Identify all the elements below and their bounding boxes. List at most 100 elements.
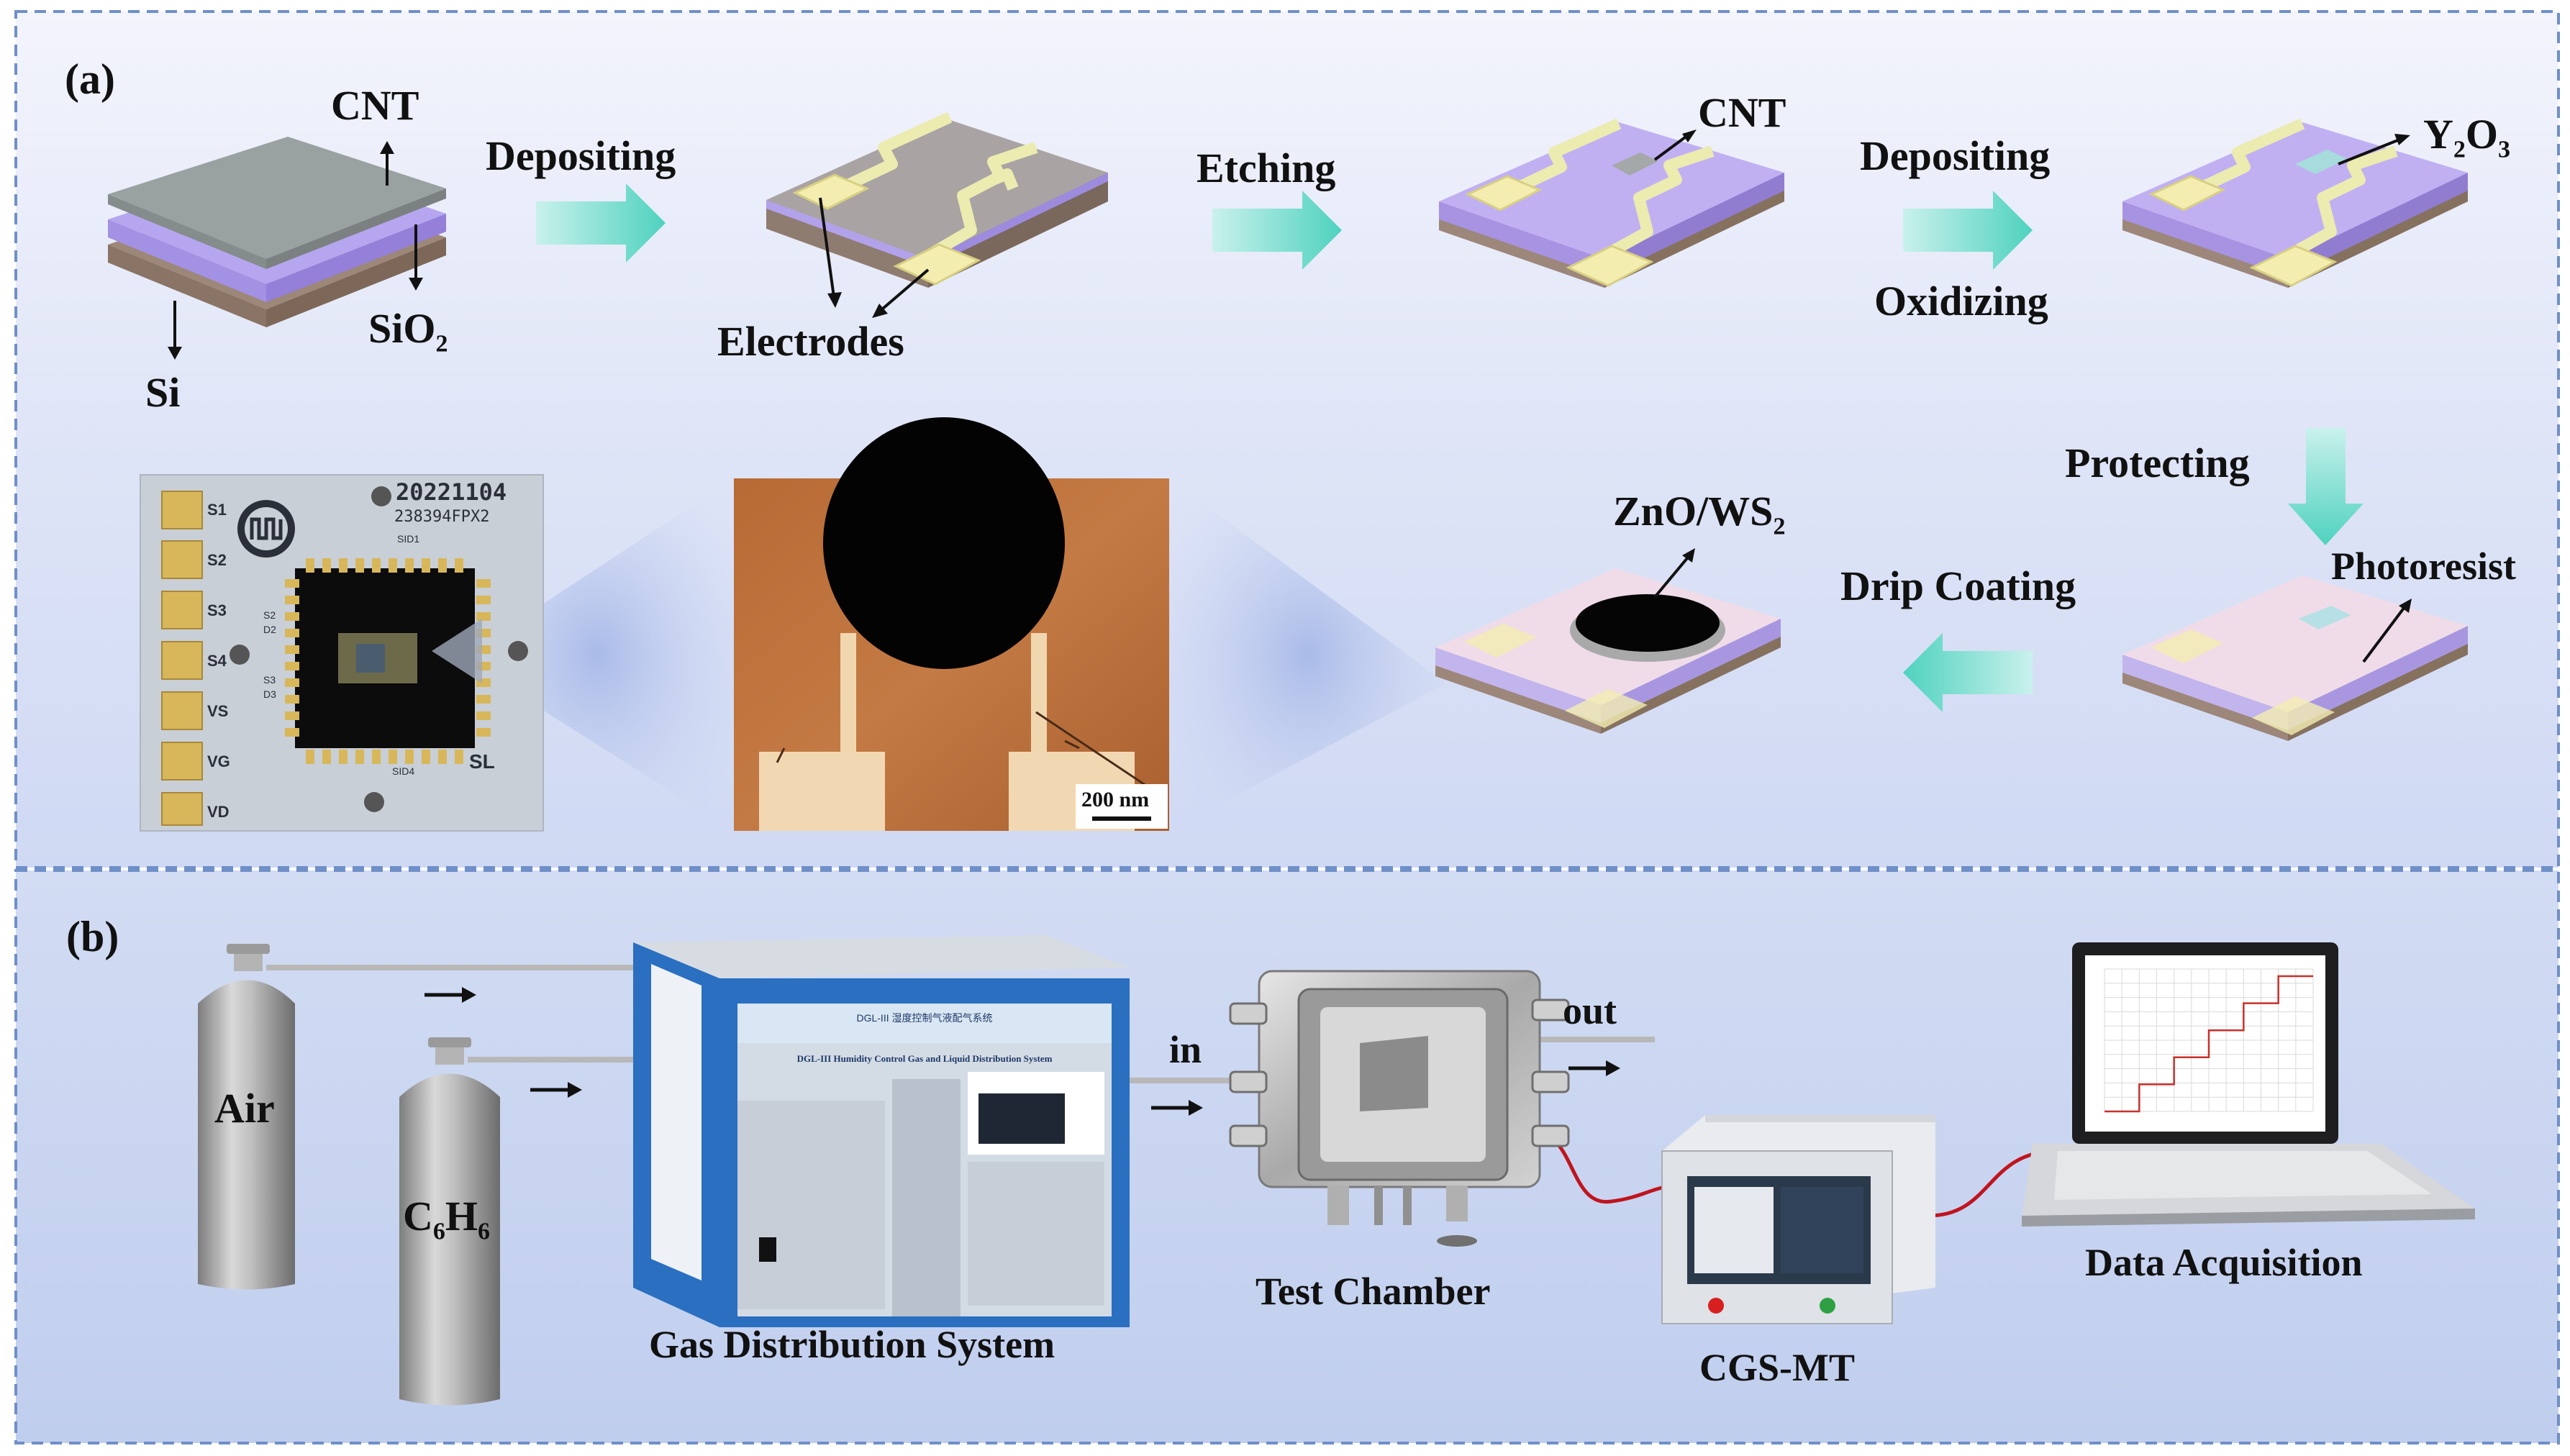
label-sio2: SiO2 bbox=[368, 308, 448, 357]
bond-pad bbox=[422, 750, 430, 764]
label-gas-distribution-system: Gas Distribution System bbox=[649, 1323, 1055, 1366]
bond-pad bbox=[389, 558, 397, 573]
arrow-protecting bbox=[2288, 428, 2364, 545]
daq-series-line bbox=[2104, 975, 2313, 1113]
laptop bbox=[2022, 942, 2475, 1227]
electrodes-arrow-2 bbox=[876, 268, 930, 314]
bond-pad bbox=[438, 750, 447, 764]
panel-a-label: (a) bbox=[65, 55, 115, 103]
bond-pad bbox=[339, 558, 348, 573]
bond-pad bbox=[372, 750, 381, 764]
layer-stack-chip bbox=[108, 137, 446, 327]
step-drip-coating: Drip Coating bbox=[1840, 563, 2076, 609]
chip-pad-label: VS bbox=[207, 702, 229, 720]
c6h6-c: C bbox=[403, 1193, 433, 1239]
bond-pad bbox=[476, 596, 491, 604]
photoresist-arrow bbox=[2362, 603, 2408, 663]
electrodes-arrowhead-1 bbox=[827, 292, 842, 308]
bond-pad bbox=[405, 750, 414, 764]
gds-panel-title-en: DGL-III Humidity Control Gas and Liquid … bbox=[797, 1053, 1053, 1064]
electrode-chip bbox=[766, 112, 1108, 288]
daq-chart bbox=[2104, 968, 2314, 1113]
etched-chip bbox=[1439, 118, 1784, 288]
flow-arrows bbox=[424, 987, 1620, 1116]
step-etching: Etching bbox=[1197, 145, 1336, 191]
label-data-acquisition: Data Acquisition bbox=[2085, 1241, 2363, 1284]
cnt-arrowhead bbox=[380, 141, 394, 154]
chip-s2: S2 bbox=[263, 609, 276, 621]
step-depositing-1: Depositing bbox=[486, 132, 676, 179]
zoom-beam-right bbox=[1169, 478, 1446, 831]
label-si: Si bbox=[145, 369, 181, 416]
arrow-depositing-2 bbox=[1903, 191, 2033, 270]
bond-pad bbox=[285, 662, 299, 670]
sio2-text: SiO bbox=[368, 305, 436, 352]
bond-pad bbox=[285, 629, 299, 637]
bond-pad bbox=[306, 750, 314, 764]
bond-pad bbox=[476, 711, 491, 720]
bond-pad bbox=[355, 558, 364, 573]
chip-sid4: SID4 bbox=[392, 765, 415, 777]
step-oxidizing: Oxidizing bbox=[1874, 278, 2048, 324]
bond-pad bbox=[455, 558, 463, 573]
zno-ws2-chip bbox=[1435, 568, 1781, 734]
step-protecting: Protecting bbox=[2065, 440, 2250, 486]
bond-pad bbox=[372, 558, 381, 573]
photoresist-arrowhead bbox=[2399, 599, 2412, 613]
label-cgs-mt: CGS-MT bbox=[1699, 1346, 1855, 1389]
y2o3-y: Y bbox=[2423, 111, 2453, 158]
chip-pad-label: S3 bbox=[207, 601, 227, 619]
bond-pad bbox=[285, 612, 299, 621]
bond-pad bbox=[355, 750, 364, 764]
zno-arrowhead bbox=[1682, 548, 1695, 563]
bond-pad bbox=[285, 695, 299, 704]
chip-s3: S3 bbox=[263, 674, 276, 686]
panel-b-label: (b) bbox=[66, 913, 119, 960]
electrodes-arrowhead-2 bbox=[872, 304, 888, 318]
si-arrowhead bbox=[168, 347, 182, 360]
c6h6-h: H bbox=[445, 1193, 478, 1239]
gas-distribution-box: DGL-III 湿度控制气液配气系统 DGL-III Humidity Cont… bbox=[633, 935, 1130, 1327]
arrow-depositing-1 bbox=[536, 183, 666, 263]
panel-b-border bbox=[14, 869, 2560, 1444]
bond-pad bbox=[476, 579, 491, 588]
bond-pad bbox=[422, 558, 430, 573]
label-y2o3: Y2O3 bbox=[2423, 114, 2510, 163]
y2o3-sub2: 3 bbox=[2498, 136, 2511, 163]
label-zno-ws2: ZnO/WS2 bbox=[1613, 491, 1785, 540]
arrow-etching bbox=[1212, 191, 1342, 270]
y2o3-o: O bbox=[2465, 111, 2499, 158]
chip-pad-label: S4 bbox=[207, 652, 227, 670]
bond-pad bbox=[285, 645, 299, 654]
bond-pad bbox=[306, 558, 314, 573]
chip-pad-label: S2 bbox=[207, 551, 227, 569]
chip-sl: SL bbox=[469, 750, 495, 773]
y2o3-arrow bbox=[2338, 137, 2404, 165]
chip-pad-label: VD bbox=[207, 803, 230, 821]
chip-d3: D3 bbox=[263, 688, 276, 700]
label-cnt-2: CNT bbox=[1698, 89, 1786, 136]
bond-pad bbox=[285, 711, 299, 720]
label-c6h6: C6H6 bbox=[403, 1196, 490, 1245]
chip-sid1: SID1 bbox=[397, 533, 420, 545]
y2o3-chip bbox=[2122, 118, 2468, 288]
panel-a-border bbox=[14, 10, 2560, 869]
photoresist-chip bbox=[2122, 575, 2468, 741]
label-test-chamber: Test Chamber bbox=[1256, 1270, 1491, 1313]
c6h6-cylinder bbox=[399, 1037, 500, 1406]
bond-pad bbox=[285, 596, 299, 604]
label-cnt: CNT bbox=[331, 82, 419, 129]
bond-pad bbox=[285, 728, 299, 737]
label-photoresist: Photoresist bbox=[2331, 545, 2516, 588]
bond-pad bbox=[438, 558, 447, 573]
c6h6-sub2: 6 bbox=[478, 1218, 491, 1245]
electrodes-arrow-1 bbox=[819, 197, 836, 303]
label-in: in bbox=[1169, 1028, 1202, 1071]
label-air: Air bbox=[214, 1085, 275, 1132]
arrow-drip-coating bbox=[1903, 633, 2033, 712]
bond-pad bbox=[285, 678, 299, 687]
label-out: out bbox=[1563, 989, 1617, 1032]
bond-pad bbox=[476, 612, 491, 621]
step-depositing-2: Depositing bbox=[1860, 132, 2051, 179]
bond-pad bbox=[322, 558, 331, 573]
